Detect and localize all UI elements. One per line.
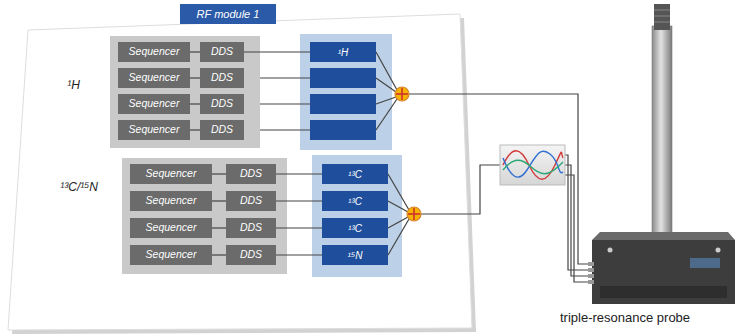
box-label: DDS	[240, 168, 262, 180]
amplifier-box: ¹⁵N	[322, 245, 388, 265]
box-label: DDS	[240, 249, 262, 261]
sequencer-box: Sequencer	[118, 94, 190, 114]
amplifier-column	[300, 34, 392, 150]
sequencer-box: DDS	[200, 120, 244, 140]
signal-wire	[212, 255, 226, 256]
amplifier-box: ¹³C	[322, 164, 388, 184]
box-label: ¹³C	[348, 223, 362, 234]
box-label: Sequencer	[129, 98, 180, 110]
box-label: DDS	[211, 72, 233, 84]
box-label: ¹³C	[348, 169, 362, 180]
sequencer-box: Sequencer	[118, 68, 190, 88]
probe-label: triple-resonance probe	[560, 311, 690, 325]
box-label: DDS	[211, 98, 233, 110]
module-tab: RF module 1	[180, 4, 276, 24]
signal-wire	[190, 130, 200, 131]
sequencer-box: DDS	[226, 218, 276, 238]
signal-wire	[190, 52, 200, 53]
amplifier-box	[310, 120, 376, 140]
signal-wire	[212, 174, 226, 175]
group-heading: ¹³C/¹⁵N	[60, 180, 98, 194]
signal-wire	[244, 52, 310, 53]
signal-wire	[276, 201, 322, 202]
sequencer-box: Sequencer	[118, 120, 190, 140]
box-label: Sequencer	[146, 222, 197, 234]
wires	[388, 94, 592, 282]
signal-wire	[212, 228, 226, 229]
box-label: Sequencer	[146, 195, 197, 207]
signal-wire	[212, 201, 226, 202]
sequencer-box: Sequencer	[130, 218, 212, 238]
box-label: DDS	[240, 195, 262, 207]
amplifier-column	[312, 155, 402, 277]
wires	[244, 52, 397, 130]
amplifier-box: ¹H	[310, 42, 376, 62]
waveform-box	[500, 145, 565, 185]
sequencer-box: DDS	[200, 42, 244, 62]
sequencer-box: DDS	[226, 191, 276, 211]
module-panel	[8, 14, 472, 330]
signal-wire	[190, 104, 200, 105]
sequencer-box: Sequencer	[130, 245, 212, 265]
box-label: Sequencer	[129, 46, 180, 58]
box-label: ¹⁵N	[348, 250, 363, 261]
group-heading: ¹H	[67, 78, 80, 92]
box-label: ¹³C	[348, 196, 362, 207]
channel-group: ¹³C/¹⁵NSequencerDDSSequencerDDSSequencer…	[122, 158, 287, 274]
box-label: Sequencer	[146, 168, 197, 180]
signal-wire	[190, 78, 200, 79]
sequencer-box: Sequencer	[130, 191, 212, 211]
sequencer-box: DDS	[226, 164, 276, 184]
combiner-symbol	[395, 87, 409, 101]
box-label: DDS	[240, 222, 262, 234]
box-label: DDS	[211, 46, 233, 58]
box-label: DDS	[211, 124, 233, 136]
amplifier-box	[310, 94, 376, 114]
combiner-symbol	[407, 207, 421, 221]
amplifier-box: ¹³C	[322, 218, 388, 238]
sequencer-box: DDS	[226, 245, 276, 265]
box-label: Sequencer	[129, 72, 180, 84]
box-label: Sequencer	[129, 124, 180, 136]
amplifier-box: ¹³C	[322, 191, 388, 211]
signal-wire	[276, 174, 322, 175]
box-label: RF module 1	[197, 8, 260, 20]
amplifier-box	[310, 68, 376, 88]
box-label: Sequencer	[146, 249, 197, 261]
sequencer-box: Sequencer	[130, 164, 212, 184]
sequencer-box: DDS	[200, 94, 244, 114]
signal-wire	[276, 228, 322, 229]
sequencer-box: DDS	[200, 68, 244, 88]
sequencer-box: Sequencer	[118, 42, 190, 62]
box-label: ¹H	[338, 47, 349, 58]
signal-wire	[276, 255, 322, 256]
channel-group: ¹HSequencerDDSSequencerDDSSequencerDDSSe…	[110, 36, 260, 148]
probe-illustration	[588, 4, 735, 304]
